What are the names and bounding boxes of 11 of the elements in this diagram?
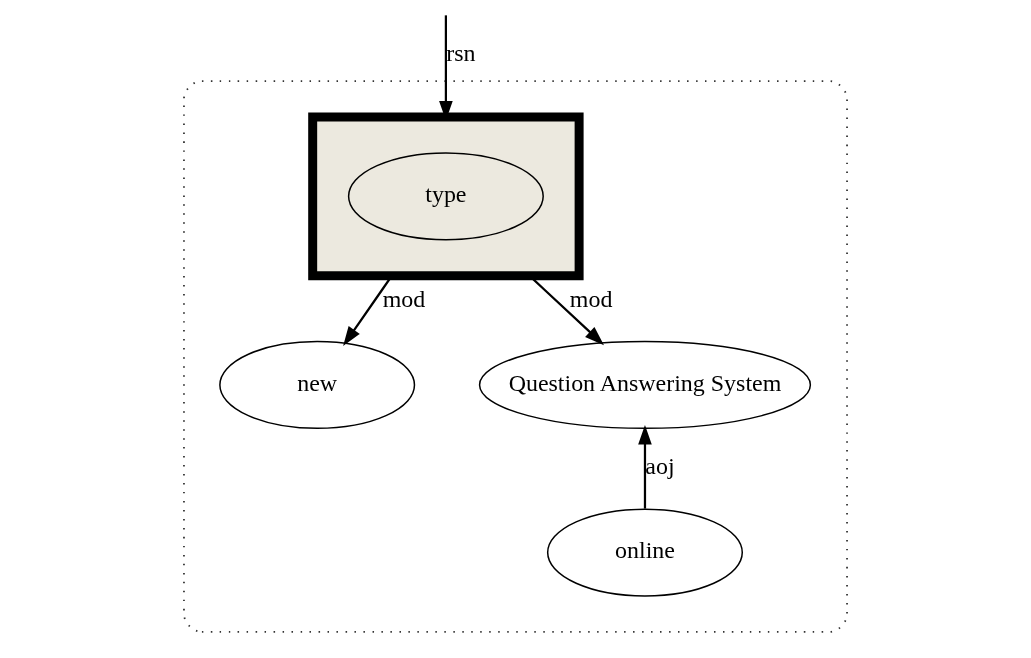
edge-label: rsn <box>446 40 476 67</box>
edge-label: aoj <box>645 453 675 480</box>
node-ellipse: Question Answering System <box>478 340 812 430</box>
cluster <box>308 112 584 281</box>
arrow <box>638 425 652 509</box>
edge-label: mod <box>382 285 426 312</box>
edge-label: mod <box>569 285 613 312</box>
cluster <box>183 80 848 633</box>
node-ellipse: new <box>219 340 416 430</box>
node-ellipse: online <box>546 508 743 597</box>
node-ellipse: type <box>347 152 544 241</box>
